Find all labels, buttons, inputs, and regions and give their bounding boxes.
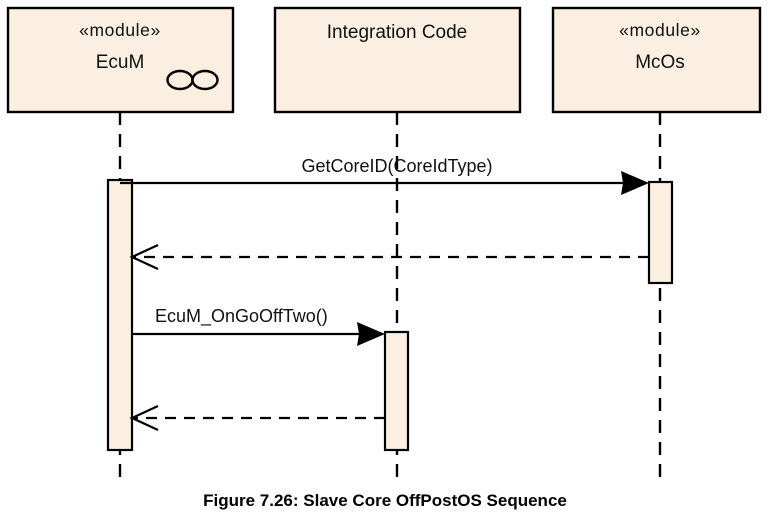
message-label-getcoreid: GetCoreID(CoreIdType) [301,156,492,176]
message-getcoreid-return[interactable] [129,244,649,270]
activation-bar-ecum[interactable] [106,178,134,452]
message-getcoreid[interactable]: GetCoreID(CoreIdType) [120,156,649,195]
participant-box-ecum[interactable] [6,6,235,114]
arrowhead-open-ongooffTwo-return [129,405,159,431]
participant-mcos[interactable]: «module» McOs [551,6,762,114]
arrowhead-open-getcoreid-return [129,244,159,270]
activation-bar-mcos[interactable] [647,180,674,285]
participant-ecum[interactable]: «module» EcuM [6,6,235,114]
ball-and-socket-pair-icon [166,69,219,91]
participant-stereotype-ecum: «module» [79,20,161,40]
participant-name-ecum: EcuM [96,52,145,73]
arrowhead-filled-getcoreid [621,171,649,195]
message-ecum-ongooffTwo[interactable]: EcuM_OnGoOffTwo() [132,306,385,346]
participant-name-integration-code: Integration Code [327,22,468,43]
participant-integration-code[interactable]: Integration Code [273,6,522,114]
figure-caption: Figure 7.26: Slave Core OffPostOS Sequen… [203,491,567,510]
message-label-ecum-ongooffTwo: EcuM_OnGoOffTwo() [155,306,328,327]
participant-name-mcos: McOs [635,52,685,73]
participant-box-mcos[interactable] [551,6,762,114]
participant-box-integration-code[interactable] [273,6,522,114]
activation-bar-integration-code[interactable] [383,330,410,452]
participant-stereotype-mcos: «module» [619,20,701,40]
arrowhead-filled-ecum-ongooffTwo [357,322,385,346]
activations-layer [106,178,674,452]
message-ongooffTwo-return[interactable] [129,405,385,431]
